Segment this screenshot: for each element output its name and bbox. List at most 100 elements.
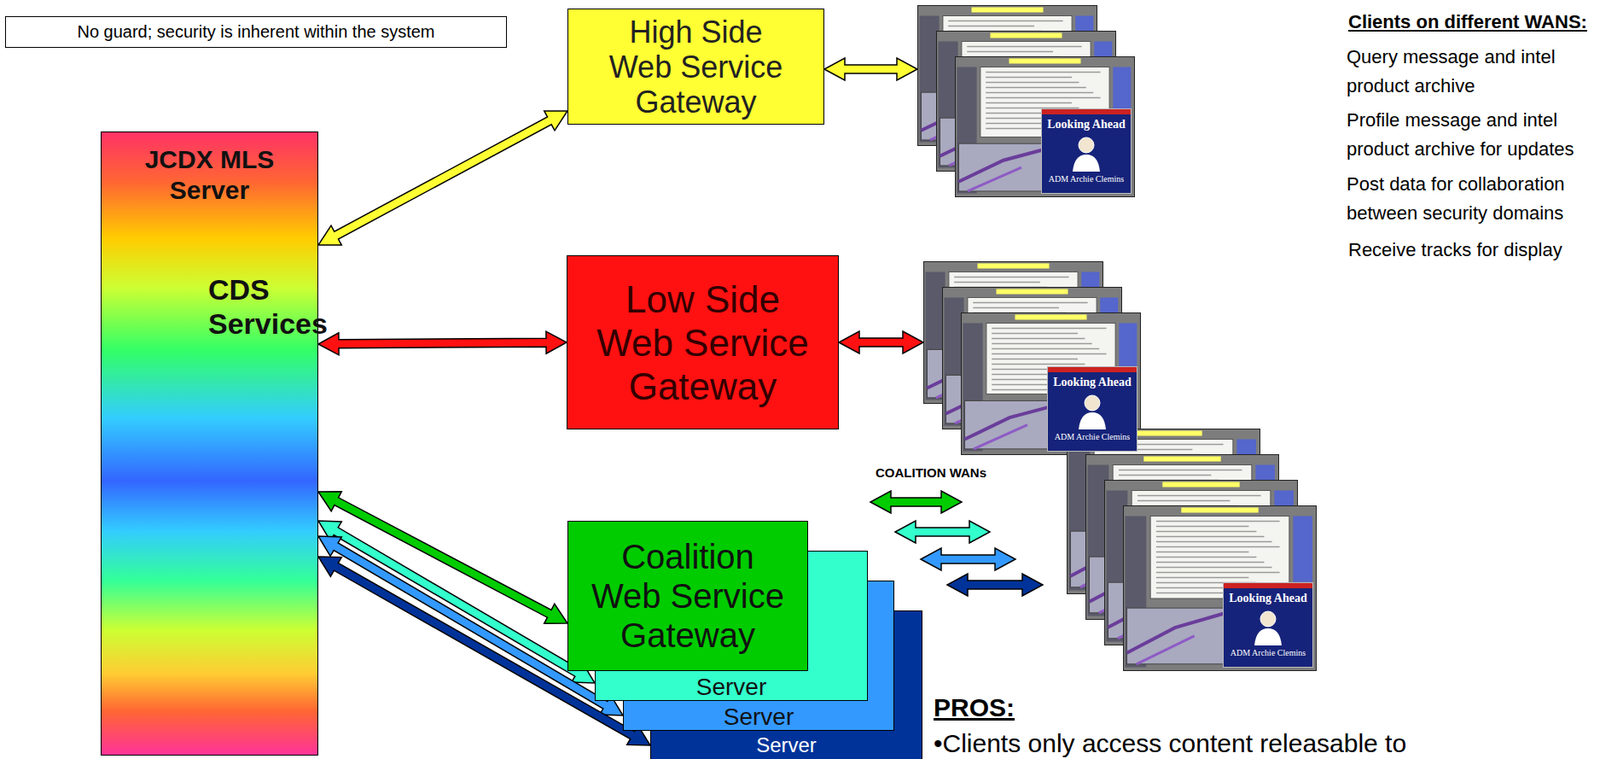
list-item: Query message and intel product archive [1346,42,1595,101]
server-label: Server [595,673,867,701]
wan-arrow [895,520,990,543]
text-line [972,302,1088,304]
splash-name: ADM Archie Clemins [1048,174,1124,185]
text-line [991,348,1100,350]
window-banner [1015,314,1088,320]
window-banner [1124,430,1202,437]
text-line [966,51,1054,53]
text-line [1118,469,1243,472]
window-banner [1181,507,1258,513]
text-line [948,25,1035,28]
pros-item: •Clients only access content releasable … [933,729,1407,757]
list-item: Profile message and intel product archiv… [1346,105,1595,164]
note-box: No guard; security is inherent within th… [5,16,507,48]
list-item: Receive tracks for display [1348,235,1563,265]
block-arrow [318,520,595,683]
splash-title: Looking Ahead [1047,116,1125,132]
client-screens: Looking AheadADM Archie Clemins [1066,428,1317,671]
server-label: Server [651,733,922,757]
figure-head [1078,137,1094,153]
text-line [1156,541,1273,543]
block-arrow [838,331,924,354]
text-line [991,353,1106,355]
text-line [1156,530,1257,533]
text-line [966,46,1082,48]
text-line [991,358,1078,361]
splash-name: ADM Archie Clemins [1054,431,1130,443]
wan-arrow [947,573,1043,596]
window-banner [1143,456,1221,462]
text-line [985,81,1079,84]
map-view [959,143,1049,192]
splash-title: Looking Ahead [1228,590,1307,606]
wan-arrow [870,490,962,513]
figure-body [1078,412,1106,430]
gateway-label: Coalition Web Service Gateway [591,536,786,655]
gateway-label: Low Side Web Service Gateway [596,277,810,408]
server-box: JCDX MLS ServerCDS Services [100,131,319,756]
portrait-figure [1075,391,1110,430]
text-line [1137,494,1262,497]
window-banner [1009,58,1082,64]
block-arrow [318,331,567,355]
panel-titlebar [1047,366,1137,373]
client-screens: Looking AheadADM Archie Clemins [923,261,1141,455]
text-line [972,307,1059,309]
text-line [1156,576,1249,579]
window-banner [971,7,1044,13]
wan-label: COALITION WANs [875,465,987,481]
block-arrow [824,58,918,81]
panel-titlebar [1041,109,1131,115]
text-line [1156,556,1257,559]
gateway-box: Coalition Web Service Gateway [567,520,809,671]
text-line [991,327,1106,330]
window-frame [955,57,1135,198]
window-banner [977,263,1050,269]
window-banner [990,33,1063,39]
server-title: JCDX MLS Server [144,144,275,206]
splash-name: ADM Archie Clemins [1230,647,1306,658]
text-line [985,102,1072,105]
text-line [1156,566,1273,569]
map-view [965,400,1055,448]
note-text: No guard; security is inherent within th… [76,22,435,42]
map-track [1136,635,1195,664]
text-line [991,343,1093,345]
map-view [1127,607,1224,664]
text-line [1118,474,1211,477]
text-line [1156,525,1249,528]
text-line [985,97,1100,99]
figure-head [1084,395,1100,411]
figure-head [1260,610,1276,627]
text-line [1099,448,1193,451]
text-line [1099,443,1224,446]
window-frame [961,313,1141,455]
service-title: CDS Services [208,272,211,341]
list-item: Post data for collaboration between secu… [1346,169,1595,228]
text-line [954,281,1041,284]
text-line [1156,520,1280,523]
map-track [1127,613,1224,653]
portrait-figure [1069,133,1104,172]
figure-body [1254,628,1282,646]
text-line [985,76,1072,79]
text-line [948,20,1063,23]
client-screens: Looking AheadADM Archie Clemins [917,5,1135,198]
pros-heading: PROS: [933,692,1015,722]
block-arrow [318,110,568,245]
text-line [1137,500,1230,502]
text-line [991,332,1078,335]
splash-title: Looking Ahead [1053,374,1131,390]
splash-panel: Looking AheadADM Archie Clemins [1047,366,1138,452]
window-frame [1123,506,1317,671]
text-line [991,363,1085,366]
text-line [1156,546,1280,548]
splash-panel: Looking AheadADM Archie Clemins [1222,581,1314,668]
splash-panel: Looking AheadADM Archie Clemins [1041,108,1132,194]
window-banner [996,289,1069,295]
gateway-box: High Side Web Service Gateway [567,8,825,125]
window-side-panel [1292,516,1313,582]
list-heading: Clients on different WANS: [1348,7,1588,37]
gateway-label: High Side Web Service Gateway [608,14,784,120]
portrait-figure [1250,607,1286,646]
